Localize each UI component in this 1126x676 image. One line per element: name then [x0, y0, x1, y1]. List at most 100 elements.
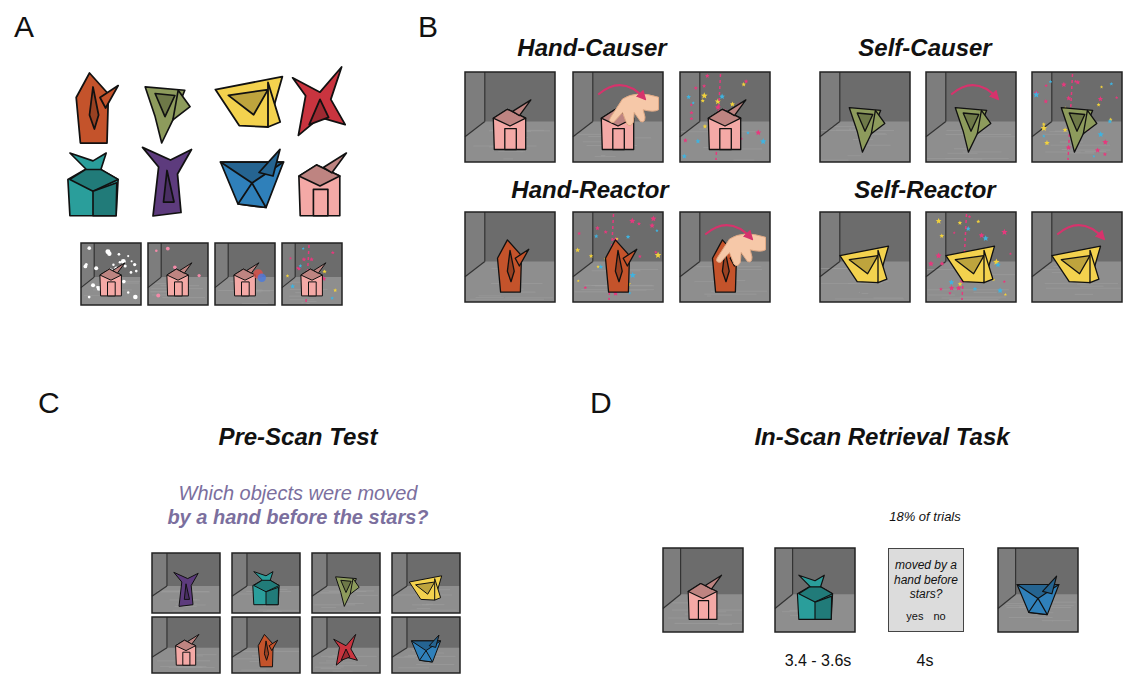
effect-dot — [156, 294, 160, 298]
star — [703, 124, 708, 128]
object-facet — [350, 579, 359, 595]
scene-frame — [152, 617, 220, 673]
novel-object — [409, 576, 441, 600]
floor-texture — [946, 134, 1011, 135]
scene-frame — [820, 212, 910, 302]
star — [997, 288, 1003, 294]
floor-texture — [738, 269, 762, 270]
star — [604, 230, 608, 234]
star — [1041, 125, 1048, 131]
object-facet — [615, 250, 622, 281]
object-facet — [180, 263, 192, 273]
star — [289, 257, 292, 260]
object-facet — [688, 584, 717, 620]
object-facet — [878, 250, 887, 282]
star — [948, 291, 952, 294]
floor-texture — [248, 297, 254, 298]
effect-dot — [91, 283, 95, 287]
novel-object — [840, 246, 889, 283]
object-facet — [258, 634, 273, 666]
effect-dot — [155, 249, 158, 252]
star — [302, 247, 305, 250]
floor-texture — [321, 668, 341, 669]
wall-edge — [699, 72, 700, 122]
floor-texture — [847, 155, 861, 156]
object-facet — [176, 640, 196, 665]
object-facet — [309, 99, 328, 124]
wall-edge — [1051, 212, 1052, 262]
star — [715, 104, 721, 110]
star — [654, 250, 658, 253]
star — [629, 218, 635, 224]
floor-texture — [1075, 294, 1093, 295]
scene-frame — [465, 72, 555, 162]
star — [1063, 127, 1068, 132]
star — [589, 254, 593, 258]
star — [683, 138, 688, 142]
scene-frame — [820, 72, 910, 162]
object-facet — [167, 269, 189, 296]
object-facet — [228, 90, 268, 115]
scene-border — [232, 617, 300, 673]
floor-texture — [1052, 272, 1063, 273]
effect-dot — [135, 270, 138, 273]
effect-dot — [127, 255, 129, 257]
back-wall — [1032, 212, 1122, 302]
star — [650, 216, 656, 222]
wall-edge — [792, 548, 793, 594]
effect-dot — [133, 263, 136, 266]
star — [297, 267, 301, 271]
object-facet — [341, 580, 351, 592]
star — [983, 235, 989, 241]
wall-edge — [775, 594, 793, 608]
floor-texture — [412, 604, 429, 605]
wall-edge — [232, 648, 247, 658]
star — [760, 138, 766, 144]
star — [1074, 80, 1077, 83]
star — [682, 154, 687, 159]
novel-object — [76, 73, 118, 143]
floor-texture — [926, 158, 973, 159]
star — [1004, 293, 1007, 296]
floor-texture — [509, 153, 510, 154]
wall-edge — [406, 617, 407, 648]
effect-blob — [258, 274, 266, 282]
scene-border — [215, 243, 275, 305]
star — [333, 288, 337, 292]
wall-edge — [592, 212, 593, 262]
floor-texture — [315, 667, 334, 668]
object-facet — [254, 572, 273, 581]
star — [730, 102, 735, 107]
wall-edge — [152, 648, 167, 658]
object-facet — [429, 635, 439, 647]
floor-texture — [410, 610, 457, 611]
object-facet — [799, 575, 825, 587]
floor-texture — [1042, 620, 1071, 621]
novel-object — [221, 149, 284, 207]
scene-frame — [775, 548, 855, 632]
object-facet — [815, 596, 832, 619]
scene-border — [232, 553, 300, 613]
novel-object — [1017, 576, 1059, 615]
scene-border — [820, 212, 910, 302]
wall-edge — [1032, 122, 1052, 137]
floor-texture — [253, 298, 255, 299]
effect-dot — [197, 274, 200, 277]
floor-texture — [241, 670, 266, 671]
star — [584, 286, 588, 290]
novel-object — [688, 575, 721, 619]
floor-texture — [741, 148, 763, 149]
floor-texture — [947, 153, 977, 154]
star-burst — [682, 74, 767, 160]
scene-frame — [215, 243, 275, 305]
object-facet — [498, 240, 522, 292]
object-facet — [164, 171, 175, 203]
floor-texture — [1066, 152, 1094, 153]
star — [1044, 84, 1048, 87]
object-facet — [323, 153, 346, 173]
wall-edge — [945, 72, 946, 122]
star-burst — [1033, 74, 1118, 160]
scene-border — [926, 212, 1016, 302]
novel-object — [493, 100, 531, 150]
effect-dot — [124, 264, 127, 267]
